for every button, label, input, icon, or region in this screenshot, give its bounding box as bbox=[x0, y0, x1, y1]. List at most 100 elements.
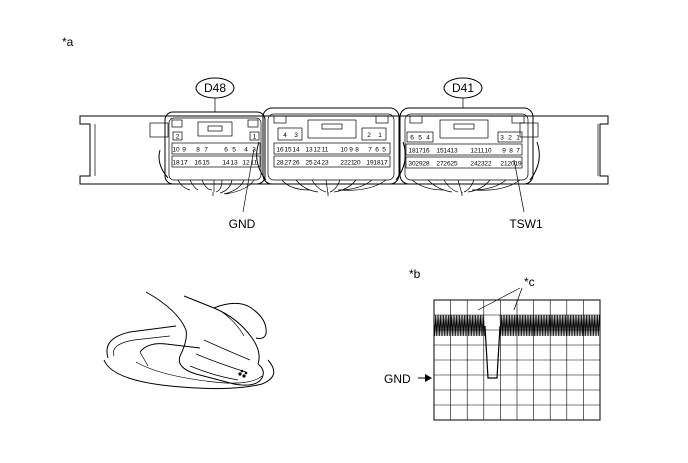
svg-text:7: 7 bbox=[204, 147, 208, 154]
svg-text:5: 5 bbox=[418, 135, 422, 142]
d48-wire-harness bbox=[177, 179, 255, 196]
connector-d48: D48 2 1 10 9 8 7 6 5 4 3 18 17 1 bbox=[158, 77, 266, 196]
middle-pin-3: 3 bbox=[294, 132, 298, 139]
svg-text:5: 5 bbox=[382, 147, 386, 154]
svg-text:8: 8 bbox=[509, 148, 513, 155]
svg-text:13: 13 bbox=[230, 160, 238, 167]
svg-text:17: 17 bbox=[380, 160, 388, 167]
svg-text:11: 11 bbox=[251, 160, 258, 167]
svg-text:8: 8 bbox=[196, 147, 200, 154]
connector-label-d48: D48 bbox=[204, 81, 226, 95]
svg-text:11: 11 bbox=[322, 147, 329, 154]
svg-text:14: 14 bbox=[443, 148, 451, 155]
svg-text:11: 11 bbox=[478, 148, 485, 155]
d48-pin-1: 1 bbox=[253, 134, 257, 141]
svg-text:18: 18 bbox=[408, 148, 416, 155]
middle-wire-harness bbox=[281, 179, 387, 196]
svg-text:7: 7 bbox=[368, 147, 372, 154]
svg-text:22: 22 bbox=[340, 160, 348, 167]
svg-text:6: 6 bbox=[375, 147, 379, 154]
callout-tsw1: TSW1 bbox=[509, 159, 543, 231]
svg-text:10: 10 bbox=[172, 147, 180, 154]
svg-text:15: 15 bbox=[202, 160, 210, 167]
svg-text:10: 10 bbox=[340, 147, 348, 154]
gnd-arrow: GND bbox=[384, 372, 432, 386]
svg-text:4: 4 bbox=[244, 147, 248, 154]
d48-row-3: 18 17 16 15 14 13 12 11 bbox=[171, 155, 261, 168]
callout-tsw1-label: TSW1 bbox=[509, 217, 543, 231]
svg-text:16: 16 bbox=[276, 147, 284, 154]
svg-text:7: 7 bbox=[516, 148, 520, 155]
svg-text:14: 14 bbox=[292, 147, 300, 154]
svg-text:13: 13 bbox=[450, 148, 458, 155]
svg-text:3: 3 bbox=[252, 147, 256, 154]
middle-row-2: 28 27 26 25 24 23 22 21 20 19 18 17 bbox=[273, 155, 391, 168]
d41-wire-harness bbox=[411, 179, 521, 196]
marker-c-callout: *c bbox=[477, 275, 535, 311]
callout-gnd-label: GND bbox=[229, 217, 256, 231]
svg-text:3: 3 bbox=[500, 135, 504, 142]
svg-text:18: 18 bbox=[373, 160, 381, 167]
svg-text:25: 25 bbox=[450, 161, 458, 168]
ecu-rail bbox=[79, 115, 609, 185]
svg-text:17: 17 bbox=[180, 160, 188, 167]
svg-text:1: 1 bbox=[516, 135, 520, 142]
svg-text:30: 30 bbox=[408, 161, 416, 168]
d41-row-3: 30 29 28 27 26 25 24 23 22 21 20 19 bbox=[405, 156, 523, 169]
connector-middle: 4 3 2 1 16 15 14 13 12 11 10 9 8 7 6 5 2… bbox=[256, 107, 406, 196]
svg-text:2: 2 bbox=[508, 135, 512, 142]
svg-text:8: 8 bbox=[355, 147, 359, 154]
svg-text:18: 18 bbox=[172, 160, 180, 167]
marker-b: *b bbox=[409, 267, 421, 281]
svg-text:24: 24 bbox=[470, 161, 478, 168]
svg-text:16: 16 bbox=[194, 160, 202, 167]
d41-row-1: 6 5 4 3 2 1 bbox=[406, 131, 523, 143]
svg-text:28: 28 bbox=[422, 161, 430, 168]
svg-text:26: 26 bbox=[443, 161, 451, 168]
svg-text:5: 5 bbox=[232, 147, 236, 154]
middle-pin-2: 2 bbox=[367, 132, 371, 139]
svg-text:28: 28 bbox=[276, 160, 284, 167]
d48-row-2: 10 9 8 7 6 5 4 3 bbox=[171, 142, 261, 155]
connector-d41: D41 6 5 4 3 2 1 18 17 16 15 14 13 12 11 bbox=[399, 77, 540, 196]
svg-text:20: 20 bbox=[507, 161, 515, 168]
middle-pin-1: 1 bbox=[378, 132, 382, 139]
oscilloscope-screen bbox=[433, 299, 601, 421]
d48-pin-2: 2 bbox=[176, 134, 180, 141]
svg-text:6: 6 bbox=[224, 147, 228, 154]
svg-text:26: 26 bbox=[292, 160, 300, 167]
svg-text:20: 20 bbox=[353, 160, 361, 167]
marker-a: *a bbox=[62, 35, 74, 49]
svg-text:21: 21 bbox=[500, 161, 508, 168]
svg-text:14: 14 bbox=[222, 160, 230, 167]
waveform-gnd-label: GND bbox=[384, 372, 411, 386]
connector-label-d41: D41 bbox=[452, 81, 474, 95]
svg-text:4: 4 bbox=[426, 135, 430, 142]
svg-text:15: 15 bbox=[436, 148, 444, 155]
svg-text:27: 27 bbox=[284, 160, 292, 167]
svg-text:27: 27 bbox=[436, 161, 444, 168]
svg-text:13: 13 bbox=[305, 147, 313, 154]
d41-row-2: 18 17 16 15 14 13 12 11 10 9 8 7 bbox=[405, 143, 523, 156]
middle-row-1: 16 15 14 13 12 11 10 9 8 7 6 5 bbox=[273, 142, 391, 155]
svg-text:12: 12 bbox=[470, 148, 478, 155]
svg-text:23: 23 bbox=[321, 160, 329, 167]
svg-text:16: 16 bbox=[422, 148, 430, 155]
marker-c: *c bbox=[524, 275, 535, 289]
svg-text:19: 19 bbox=[514, 161, 522, 168]
svg-text:22: 22 bbox=[484, 161, 492, 168]
svg-text:9: 9 bbox=[349, 147, 353, 154]
svg-text:9: 9 bbox=[502, 148, 506, 155]
svg-text:10: 10 bbox=[484, 148, 492, 155]
svg-text:21: 21 bbox=[347, 160, 355, 167]
callout-gnd: GND bbox=[229, 148, 256, 231]
svg-text:19: 19 bbox=[366, 160, 374, 167]
svg-text:24: 24 bbox=[313, 160, 321, 167]
svg-text:25: 25 bbox=[305, 160, 313, 167]
svg-text:6: 6 bbox=[410, 135, 414, 142]
hand-on-door-handle-illustration bbox=[103, 291, 275, 390]
svg-text:12: 12 bbox=[313, 147, 321, 154]
svg-text:12: 12 bbox=[242, 160, 250, 167]
svg-text:9: 9 bbox=[182, 147, 186, 154]
